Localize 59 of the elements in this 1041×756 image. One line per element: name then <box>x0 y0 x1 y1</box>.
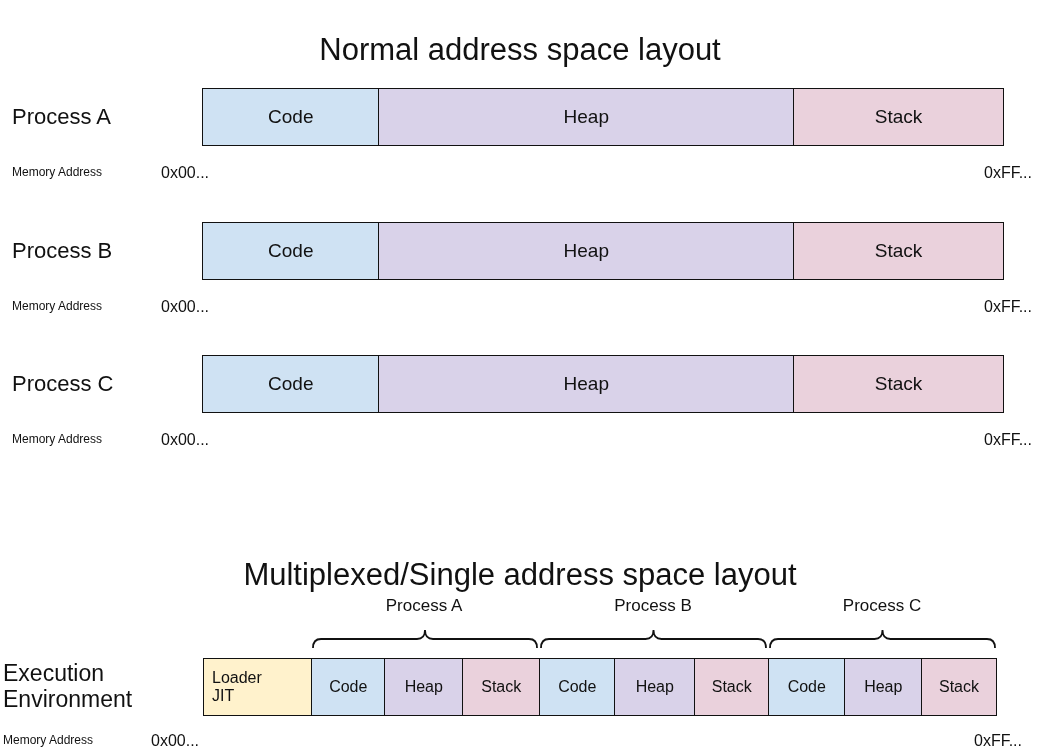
segment-label: Code <box>268 373 314 395</box>
code-segment <box>311 658 386 716</box>
heap-segment <box>844 658 923 716</box>
address-value: 0xFF... <box>984 297 1032 317</box>
process-label: Process B <box>614 596 692 616</box>
heap-segment <box>614 658 696 716</box>
heap-segment <box>378 355 795 413</box>
loader-segment <box>203 658 313 716</box>
address-label: Memory Address <box>12 300 103 314</box>
process-label: Process C <box>842 596 922 616</box>
segment-label: Code <box>558 678 597 696</box>
segment-label: Code <box>268 106 314 128</box>
code-segment <box>768 658 846 716</box>
segment-label: Loader JIT <box>212 669 263 705</box>
code-segment <box>202 222 380 280</box>
section-title: Multiplexed/Single address space layout <box>243 557 797 593</box>
address-value: 0xFF... <box>974 731 1022 751</box>
code-segment <box>202 88 380 146</box>
segment-label: Heap <box>635 678 674 696</box>
segment-label: Stack <box>874 106 923 128</box>
segment-label: Stack <box>939 678 979 696</box>
segment-label: Heap <box>563 106 609 128</box>
address-value: 0x00... <box>161 163 210 183</box>
heap-segment <box>384 658 464 716</box>
process-label: Process A <box>385 596 463 616</box>
stack-segment <box>921 658 997 716</box>
code-segment <box>539 658 616 716</box>
segment-label: Heap <box>404 678 443 696</box>
heap-segment <box>378 88 795 146</box>
diagram-title: Normal address space layout <box>319 32 721 68</box>
address-label: Memory Address <box>12 433 103 447</box>
stack-segment <box>793 355 1004 413</box>
segment-label: Code <box>329 678 368 696</box>
segment-label: Stack <box>874 240 923 262</box>
segment-label: Heap <box>864 678 903 696</box>
stack-segment <box>793 222 1004 280</box>
stack-segment <box>793 88 1004 146</box>
address-value: 0x00... <box>161 430 210 450</box>
row-label: Process C <box>12 371 114 397</box>
stack-segment <box>462 658 541 716</box>
segment-label: Code <box>268 240 314 262</box>
segment-label: Stack <box>874 373 923 395</box>
address-value: 0x00... <box>151 731 200 751</box>
address-label: Memory Address <box>3 734 94 748</box>
row-label: Process A <box>12 104 112 130</box>
address-value: 0xFF... <box>984 163 1032 183</box>
row-label: Process B <box>12 238 113 264</box>
stack-segment <box>694 658 770 716</box>
address-value: 0x00... <box>161 297 210 317</box>
row-label: Execution Environment <box>3 659 134 713</box>
segment-label: Heap <box>563 373 609 395</box>
address-label: Memory Address <box>12 166 103 180</box>
segment-label: Stack <box>481 678 522 696</box>
code-segment <box>202 355 380 413</box>
segment-label: Stack <box>711 678 752 696</box>
segment-label: Heap <box>563 240 609 262</box>
heap-segment <box>378 222 795 280</box>
segment-label: Code <box>787 678 826 696</box>
address-value: 0xFF... <box>984 430 1032 450</box>
